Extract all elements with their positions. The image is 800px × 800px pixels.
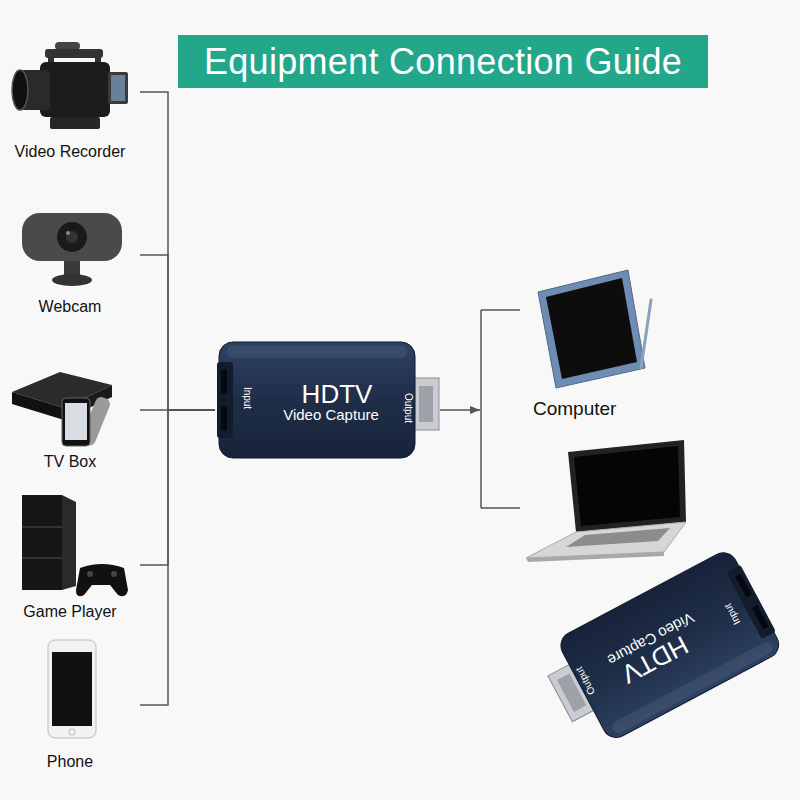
- console-groove: [22, 526, 62, 528]
- console-groove: [22, 557, 62, 559]
- webcam-lens: [57, 222, 87, 252]
- device-label: Video Recorder: [15, 142, 126, 162]
- console-side: [62, 495, 76, 590]
- capture-dongle: Input HDTVVideo Capture Output: [215, 340, 440, 460]
- connector-line: [140, 410, 215, 705]
- camcorder-mic: [55, 42, 80, 50]
- product-label: Video Capture: [283, 407, 379, 422]
- port-label: Input: [242, 387, 252, 409]
- hdmi-slot: [221, 406, 227, 430]
- diagram-title: Equipment Connection Guide: [204, 42, 682, 82]
- webcam-lens-inner: [66, 231, 78, 243]
- output-bracket: [480, 310, 482, 508]
- hdmi-slot: [221, 370, 227, 394]
- connector-arrow: [440, 409, 480, 411]
- phone-home-button: [69, 729, 75, 735]
- dongle-shine: [227, 346, 407, 358]
- connector-line: [140, 92, 215, 410]
- port-label: Output: [403, 393, 413, 423]
- camcorder-lens: [12, 70, 28, 110]
- laptop-front-edge: [526, 552, 664, 562]
- device-node: Game Player: [0, 490, 140, 622]
- device-label: Game Player: [23, 602, 116, 622]
- tablet-screen: [546, 278, 637, 379]
- capture-dongle-photo: InputHDTVVideo CaptureOutput: [533, 544, 788, 756]
- tablet-frame: [538, 270, 645, 388]
- computer-group: Computer: [480, 265, 695, 560]
- phone-body: [48, 640, 96, 738]
- usb-plug: [413, 378, 439, 430]
- tvbox-phone-screen: [65, 403, 87, 440]
- dongle-body: [219, 342, 415, 458]
- usb-plug-inner: [419, 386, 433, 422]
- controller-button: [87, 571, 93, 577]
- dongle-body: [556, 548, 784, 742]
- tvbox-front: [12, 392, 64, 420]
- device-label: Webcam: [39, 297, 102, 317]
- computer-label: Computer: [533, 397, 616, 421]
- hdmi-slot: [752, 605, 769, 629]
- game-controller: [76, 564, 128, 596]
- hdmi-port: [217, 362, 233, 438]
- camcorder-screen: [108, 72, 128, 104]
- camcorder-screen-glass: [111, 75, 125, 101]
- device-label: TV Box: [44, 452, 96, 472]
- hdmi-port: [726, 565, 776, 640]
- webcam-lens-glint: [66, 231, 70, 235]
- device-node: Video Recorder: [0, 40, 140, 162]
- product-label: HDTV: [302, 381, 373, 407]
- webcam-body: [22, 213, 122, 261]
- phone-screen: [52, 652, 92, 726]
- device-node: TV Box: [0, 365, 140, 472]
- laptop-keyboard: [566, 528, 670, 547]
- connector-line: [140, 410, 215, 565]
- title-banner: Equipment Connection Guide: [178, 35, 708, 88]
- laptop-screen: [574, 446, 680, 526]
- tvbox-phone: [62, 398, 90, 446]
- webcam-base: [52, 274, 92, 286]
- connector-line: [140, 255, 215, 410]
- device-node: Phone: [0, 630, 140, 772]
- console-front: [22, 495, 62, 590]
- camcorder-base: [50, 117, 100, 129]
- camcorder-body: [40, 62, 110, 117]
- device-label: Phone: [47, 752, 93, 772]
- hdmi-slot: [735, 574, 752, 598]
- controller-button: [111, 571, 117, 577]
- laptop-lid: [568, 440, 686, 532]
- webcam-neck: [64, 261, 80, 276]
- stylus: [641, 300, 651, 368]
- output-bracket-tick: [481, 309, 520, 311]
- device-node: Webcam: [0, 205, 140, 317]
- output-bracket-tick: [481, 507, 520, 509]
